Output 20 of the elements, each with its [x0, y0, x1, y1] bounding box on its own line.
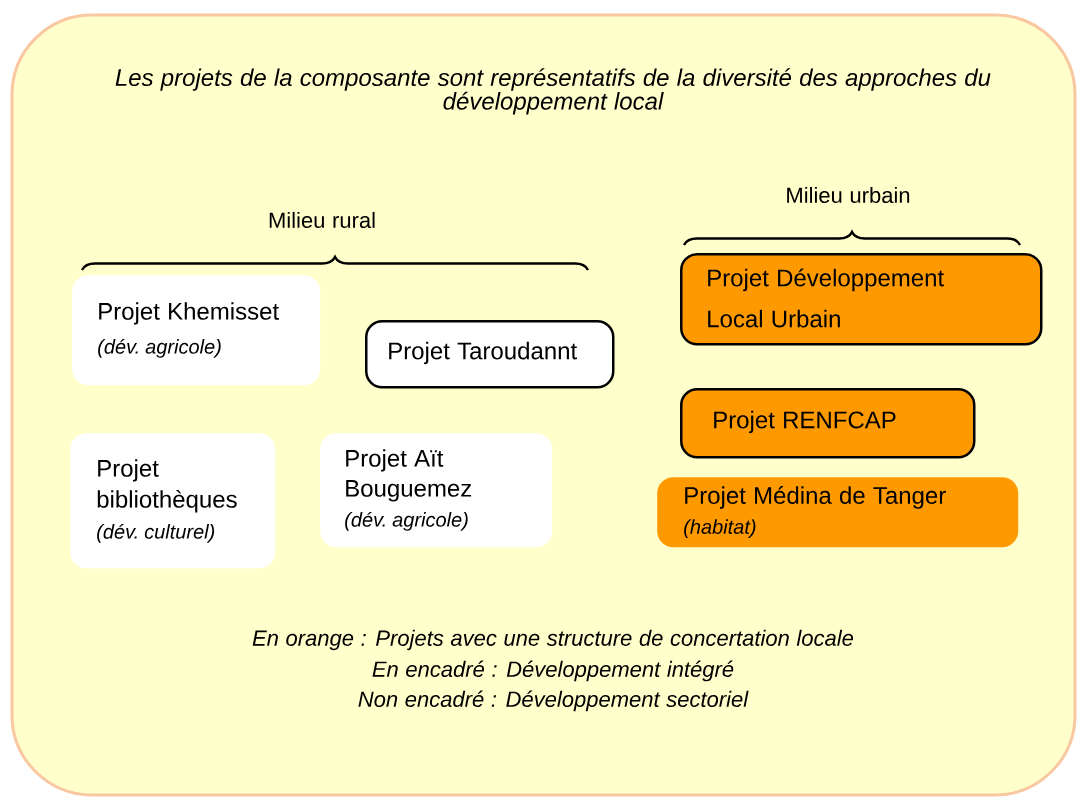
project-label: Projet Médina de Tanger (habitat): [684, 486, 946, 538]
project-label: Projet Aït Bouguemez (dév. agricole): [345, 449, 472, 531]
project-box: [72, 275, 321, 386]
project-box: [365, 320, 615, 389]
group-label: Milieu urbain: [787, 186, 910, 204]
project-label: Projet Taroudannt: [389, 341, 577, 365]
project-label: Projet Développement Local Urbain: [708, 268, 944, 328]
project-label: Projet Khemisset (dév. agricole): [98, 302, 279, 358]
project-box: [320, 433, 553, 548]
project-box: [70, 433, 276, 569]
legend-note: Non encadré : Développement sectoriel: [358, 690, 749, 712]
project-box: [680, 388, 976, 459]
group-label: Milieu rural: [269, 211, 375, 229]
project-label: Projet RENFCAP: [714, 410, 896, 434]
project-box: [657, 477, 1019, 548]
legend-note: En encadré : Développement intégré: [372, 660, 734, 682]
legend-note: En orange : Projets avec une structure de concertation locale: [252, 629, 854, 651]
project-box: [680, 253, 1043, 346]
title: Les projets de la composante sont représentatifs de la diversité des approches du développement local: [115, 68, 991, 115]
project-label: Projet bibliothèques (dév. culturel): [97, 459, 237, 543]
